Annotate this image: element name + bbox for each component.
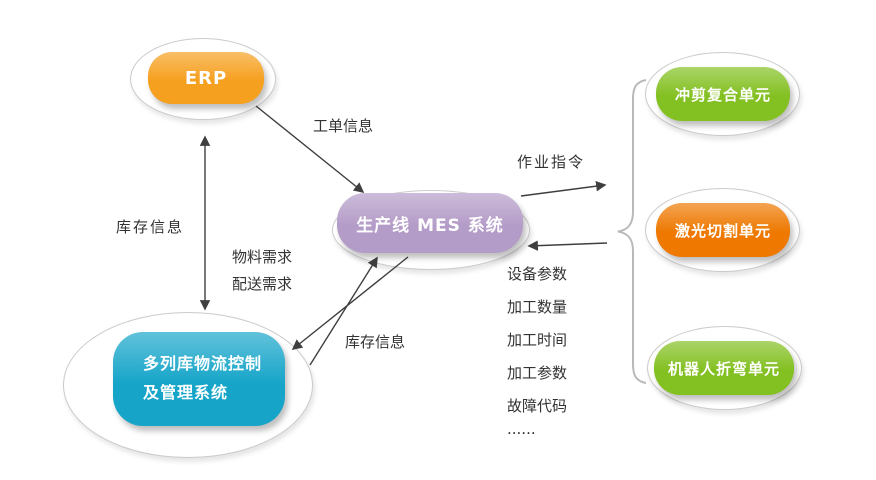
erp-label: ERP [184, 67, 228, 89]
laser-unit-label: 激光切割单元 [674, 221, 771, 240]
arrow-mes-to-units [520, 180, 607, 197]
feedback-item-ellipsis: ...... [507, 420, 536, 438]
edge-label-delivery-demand: 配送需求 [232, 275, 293, 293]
punch-unit-node: 冲剪复合单元 [656, 67, 790, 121]
edge-label-job-command: 作业指令 [517, 153, 586, 171]
arrow-warehouse-to-mes [309, 256, 378, 366]
punch-unit-label: 冲剪复合单元 [674, 85, 771, 104]
feedback-item-process-time: 加工时间 [507, 331, 568, 349]
feedback-item-process-params: 加工参数 [507, 364, 568, 382]
warehouse-label-line1: 多列库物流控制 [143, 354, 263, 374]
robot-unit-node: 机器人折弯单元 [654, 341, 794, 395]
robot-unit-label: 机器人折弯单元 [667, 359, 780, 378]
erp-node: ERP [148, 52, 264, 104]
mes-node: 生产线 MES 系统 [337, 193, 523, 253]
edge-label-material-demand: 物料需求 [232, 248, 293, 266]
units-group-brace [617, 79, 647, 384]
edge-label-work-order: 工单信息 [313, 117, 374, 135]
warehouse-label-line2: 及管理系统 [143, 383, 229, 402]
feedback-item-device-params: 设备参数 [507, 265, 568, 283]
laser-unit-node: 激光切割单元 [656, 203, 790, 257]
edge-label-inventory-erp: 库存信息 [116, 218, 185, 236]
arrow-erp-to-mes [255, 105, 365, 193]
mes-label: 生产线 MES 系统 [356, 215, 504, 236]
feedback-item-process-count: 加工数量 [507, 298, 568, 316]
edge-label-inventory-mes: 库存信息 [345, 333, 406, 351]
arrow-mes-to-warehouse [291, 256, 409, 350]
feedback-item-fault-codes: 故障代码 [507, 397, 568, 415]
arrow-units-to-mes [527, 240, 608, 251]
warehouse-node: 多列库物流控制 及管理系统 [113, 332, 285, 426]
